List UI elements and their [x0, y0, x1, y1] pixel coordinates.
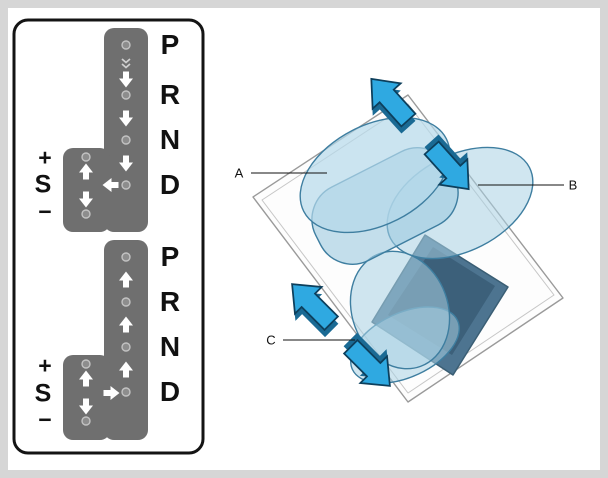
shift-pattern-graphic: [12, 18, 205, 455]
shift-pattern-panel: P R N D + S − P R N D + S −: [12, 18, 205, 455]
sport-minus-label-bottom: −: [38, 406, 52, 433]
callout-lines: [251, 172, 564, 341]
panel-border: [12, 18, 205, 455]
gear-label-r-top: R: [159, 79, 181, 110]
sport-plus-label-bottom: +: [38, 352, 52, 379]
sport-dot: [81, 416, 91, 426]
gear-label-d-bottom: D: [159, 376, 181, 407]
sport-dot: [81, 209, 91, 219]
gear-label-p-bottom: P: [160, 241, 180, 272]
sport-s-label-top: S: [34, 170, 52, 199]
knob-top-face: [299, 116, 451, 234]
gear-label-n-top: N: [159, 124, 181, 155]
gear-label-r-bottom: R: [159, 286, 181, 317]
sport-plus-label-top: +: [38, 144, 52, 171]
lever-graphic: [251, 65, 564, 403]
callout-label-a: A: [234, 165, 244, 181]
shift-lock-icon: [121, 58, 131, 69]
shift-lever: [299, 116, 534, 384]
lever-illustration: A B C: [215, 25, 600, 435]
r-dot: [121, 90, 131, 100]
p-dot: [121, 40, 131, 50]
sport-dot: [81, 359, 91, 369]
gear-label-n-bottom: N: [159, 331, 181, 362]
n-dot: [121, 135, 131, 145]
sport-s-label-bottom: S: [34, 379, 52, 408]
gear-label-p-top: P: [160, 29, 180, 60]
callout-label-b: B: [568, 177, 578, 193]
r-dot: [121, 297, 131, 307]
callout-label-c: C: [266, 332, 276, 348]
sport-dot: [81, 152, 91, 162]
d-dot: [121, 180, 131, 190]
n-dot: [121, 342, 131, 352]
gear-label-d-top: D: [159, 169, 181, 200]
p-dot: [121, 252, 131, 262]
d-dot: [121, 387, 131, 397]
shift-gate-bottom: [63, 240, 148, 440]
shift-gate-top: [63, 28, 148, 232]
sport-minus-label-top: −: [38, 198, 52, 225]
